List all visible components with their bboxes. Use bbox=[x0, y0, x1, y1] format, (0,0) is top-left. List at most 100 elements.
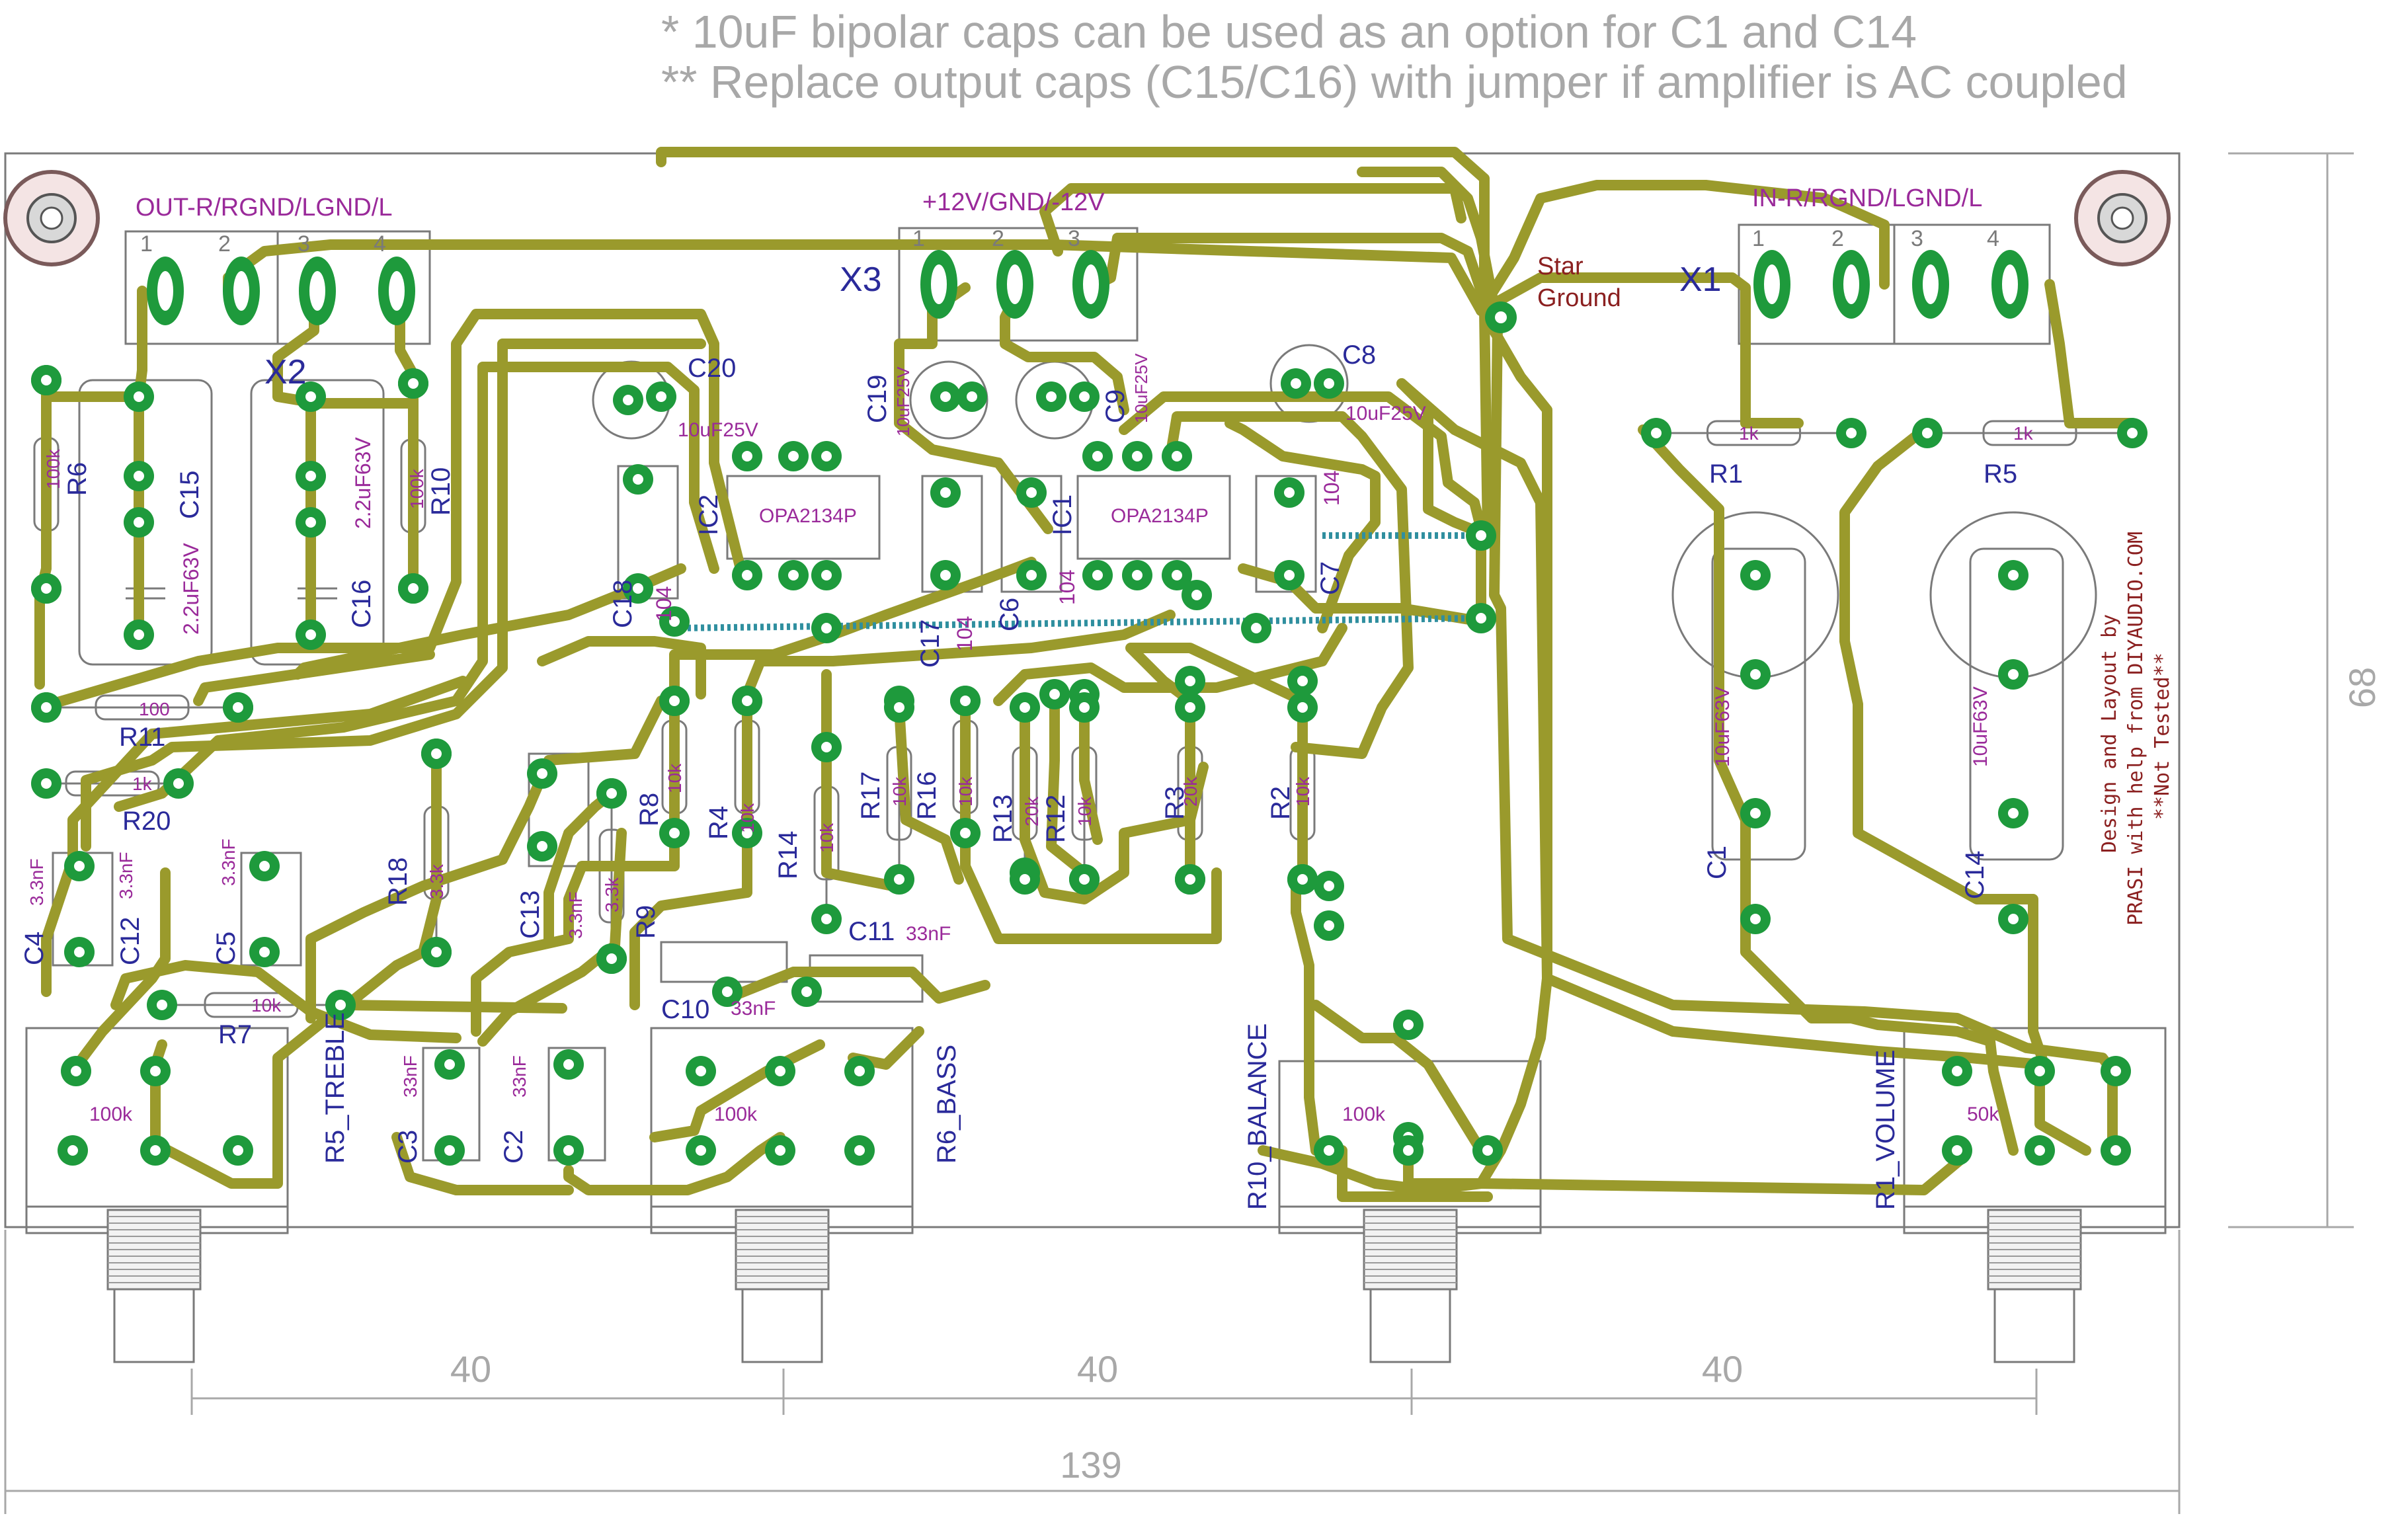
bass-pot-body bbox=[650, 1027, 914, 1208]
pot-shaft-knob bbox=[113, 1288, 195, 1363]
trace-59 bbox=[305, 755, 554, 1023]
pad-drill bbox=[233, 702, 243, 713]
pad-drill bbox=[134, 629, 144, 640]
pad-drill bbox=[606, 788, 617, 799]
c14-outline bbox=[1929, 511, 2097, 679]
c13-value: 3.3nF bbox=[565, 891, 586, 939]
c17-designator: C17 bbox=[916, 620, 945, 668]
trace-32 bbox=[742, 610, 1176, 700]
pad-drill bbox=[1026, 570, 1037, 580]
c5-value: 3.3nF bbox=[218, 838, 239, 886]
star-ground-drill bbox=[1495, 311, 1507, 323]
c20-designator: C20 bbox=[688, 354, 736, 383]
c4-value: 3.3nF bbox=[26, 858, 47, 906]
r4-value: 10k bbox=[737, 803, 758, 833]
pad-drill bbox=[1482, 1145, 1493, 1156]
pad-drill bbox=[1079, 702, 1090, 713]
pad-drill bbox=[1026, 487, 1037, 498]
c19-value: 10uF25V bbox=[893, 366, 913, 436]
pad-drill bbox=[1291, 378, 1301, 389]
trace-25 bbox=[110, 960, 462, 1043]
pad-drill bbox=[1172, 570, 1182, 580]
pad-drill bbox=[41, 375, 52, 385]
treble-pot-designator: R5_TREBLE bbox=[321, 1012, 350, 1164]
pad-drill bbox=[940, 391, 951, 402]
power-pin-number: 3 bbox=[1068, 226, 1080, 251]
r5-body bbox=[1982, 420, 2077, 446]
pad-drill bbox=[821, 623, 832, 633]
r1-designator: R1 bbox=[1709, 460, 1743, 489]
small-cap-outline-2 bbox=[1000, 475, 1063, 593]
c5-designator: C5 bbox=[212, 932, 241, 965]
c1-body bbox=[1711, 547, 1806, 861]
pad-drill bbox=[669, 828, 680, 838]
out-terminal-4-drill bbox=[389, 271, 405, 311]
bass-pot-designator: R6_BASS bbox=[932, 1045, 961, 1164]
r13-value: 20k bbox=[1022, 796, 1042, 826]
small-cap-outline-7 bbox=[660, 941, 788, 983]
pad-drill bbox=[894, 874, 904, 885]
pad-drill bbox=[408, 378, 419, 389]
x3-designator: X3 bbox=[840, 260, 882, 299]
r1-value: 1k bbox=[1739, 423, 1759, 444]
balance-pot-value: 100k bbox=[1342, 1103, 1386, 1125]
pad-drill bbox=[1403, 1145, 1414, 1156]
trace-3 bbox=[1476, 272, 1804, 428]
pad-drill bbox=[1750, 914, 1761, 924]
pad-drill bbox=[2110, 1066, 2121, 1076]
pad-drill bbox=[150, 1066, 161, 1076]
c16-designator: C16 bbox=[347, 580, 376, 628]
pad-drill bbox=[1324, 378, 1334, 389]
c14-designator: C14 bbox=[1960, 851, 1989, 899]
r4-designator: R4 bbox=[704, 806, 733, 840]
pad-drill bbox=[788, 570, 799, 580]
pad-drill bbox=[742, 828, 752, 838]
pad-drill bbox=[821, 914, 832, 924]
c10-value: 33nF bbox=[731, 998, 776, 1020]
pad-drill bbox=[606, 953, 617, 964]
pad-drill bbox=[940, 487, 951, 498]
r18-value: 3.3k bbox=[426, 863, 447, 899]
pad-drill bbox=[669, 696, 680, 706]
pad-drill bbox=[1079, 874, 1090, 885]
pad-drill bbox=[2008, 570, 2019, 580]
pad-drill bbox=[1079, 391, 1090, 402]
pad-drill bbox=[775, 1145, 785, 1156]
trace-19 bbox=[34, 309, 746, 713]
pad-drill bbox=[305, 471, 316, 481]
pad-drill bbox=[150, 1145, 161, 1156]
c14-body bbox=[1969, 547, 2064, 861]
c6-designator: C6 bbox=[995, 598, 1024, 631]
r14-designator: R14 bbox=[774, 831, 803, 879]
pad-drill bbox=[71, 1066, 81, 1076]
design-credit: Design and Layout by bbox=[2098, 614, 2121, 853]
pad-drill bbox=[1324, 920, 1334, 931]
pad-drill bbox=[2008, 669, 2019, 680]
pads-layer bbox=[31, 250, 2147, 1166]
trace-56 bbox=[1310, 1000, 1486, 1156]
pad-drill bbox=[1185, 702, 1195, 713]
trace-44 bbox=[1396, 305, 1493, 541]
c7-value: 104 bbox=[1320, 471, 1344, 506]
trace-61 bbox=[543, 696, 666, 766]
trace-5 bbox=[1638, 424, 2019, 1156]
r11-designator: R11 bbox=[119, 723, 165, 752]
pad-drill bbox=[134, 517, 144, 528]
pad-drill bbox=[1284, 570, 1295, 580]
pad-drill bbox=[1172, 451, 1182, 461]
c2-value: 33nF bbox=[509, 1055, 530, 1098]
r2-designator: R2 bbox=[1266, 786, 1295, 820]
r6-value: 100k bbox=[43, 448, 63, 489]
trace-23 bbox=[67, 867, 171, 1076]
trace-15 bbox=[34, 391, 52, 690]
pad-drill bbox=[1185, 874, 1195, 885]
c8-value: 10uF25V bbox=[1345, 403, 1426, 424]
r3-value: 20k bbox=[1180, 776, 1201, 807]
pad-drill bbox=[742, 451, 752, 461]
trace-50 bbox=[391, 1132, 574, 1195]
pad-drill bbox=[1750, 570, 1761, 580]
r8-designator: R8 bbox=[635, 793, 664, 826]
c20-value: 10uF25V bbox=[678, 419, 758, 441]
pad-drill bbox=[41, 778, 52, 789]
pad-drill bbox=[335, 1000, 346, 1010]
